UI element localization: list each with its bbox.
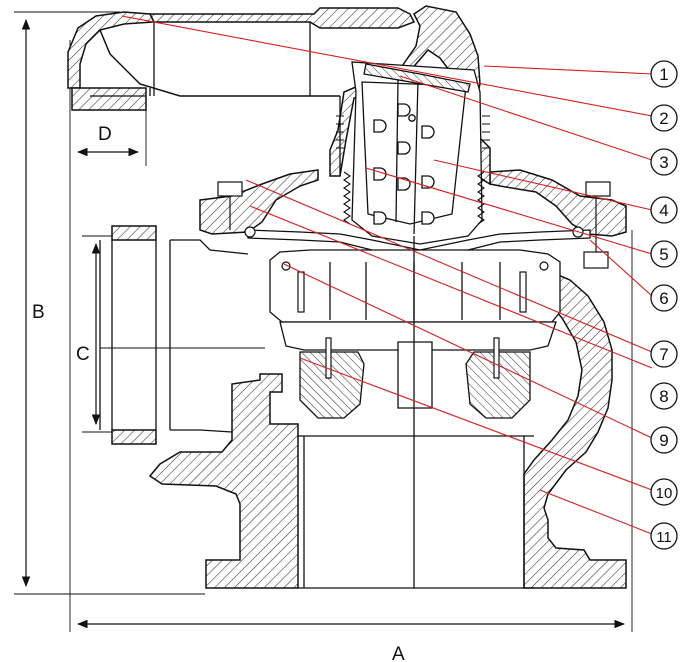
leader-lines [121,15,653,535]
base-housing-right [523,273,627,589]
bolt-left [217,181,243,197]
fitting [71,87,147,111]
svg-text:4: 4 [659,201,668,220]
leader-4 [433,159,653,211]
svg-text:1: 1 [659,65,668,84]
extension-lines [14,11,633,632]
callout-11: 11 [650,522,678,550]
leader-10 [299,357,653,491]
callout-7: 7 [650,340,678,368]
springs [336,115,490,225]
callout-4: 4 [650,196,678,224]
cap-pin [408,114,416,122]
top-pipe [148,7,416,29]
stud-left [297,271,305,313]
inlet-port-bottom [111,429,157,445]
leader-8 [249,205,653,369]
seat-ring [279,321,557,351]
valve-body [67,5,627,589]
lower-cage [299,351,365,419]
svg-text:7: 7 [659,345,668,364]
cap-plate [363,63,471,93]
dim-a-label: A [392,644,405,662]
callout-5: 5 [650,240,678,268]
inlet-port [111,225,157,241]
base-housing [148,373,299,589]
callout-9: 9 [650,426,678,454]
dim-b-label: B [32,302,45,323]
callout-2: 2 [650,104,678,132]
pin-right [493,337,500,379]
svg-text:3: 3 [659,153,668,172]
oring-right2 [539,261,549,271]
callout-10: 10 [650,478,678,506]
pin-left [325,337,332,379]
upper-flange [199,169,319,235]
callout-6: 6 [650,284,678,312]
leader-7 [245,179,653,353]
leader-3 [399,75,653,161]
leader-9 [283,263,653,439]
svg-text:11: 11 [656,529,672,546]
leader-11 [539,489,653,535]
bonnet-ribs-right [482,115,490,149]
leader-1 [483,65,653,75]
dimension-labels: A B C D [32,124,405,662]
svg-text:9: 9 [659,431,668,450]
svg-text:2: 2 [659,109,668,128]
top-elbow [67,11,156,89]
fasteners [217,181,611,379]
callout-8: 8 [650,382,678,410]
callout-1: 1 [650,60,678,88]
lower-cage-right [465,351,531,419]
svg-text:5: 5 [659,245,668,264]
dimension-lines [21,18,626,629]
bonnet-ribs-left [336,115,344,149]
svg-text:10: 10 [656,485,673,502]
upper-flange-right [489,169,627,237]
piston-body [269,249,561,323]
dim-d-label: D [98,124,112,145]
nut-right [583,251,609,269]
callouts: 1 2 3 4 5 6 7 8 9 10 11 [650,60,678,550]
actuator [351,61,483,245]
leader-2 [121,15,653,117]
svg-text:8: 8 [659,387,668,406]
body-outline [90,22,534,589]
dim-c-label: C [76,344,90,365]
leader-6 [589,239,653,297]
leader-5 [365,167,653,255]
actuator-inner [361,81,467,225]
callout-3: 3 [650,148,678,176]
oring-left [244,226,256,238]
spring-left [343,171,351,225]
spring-right [477,171,485,225]
bolt-right [585,181,611,197]
stud-right [519,271,527,313]
actuator-slots [373,103,435,225]
stem-guide [397,341,433,409]
diaphragm [247,229,591,588]
svg-text:6: 6 [659,289,668,308]
riser-tube [99,29,340,97]
